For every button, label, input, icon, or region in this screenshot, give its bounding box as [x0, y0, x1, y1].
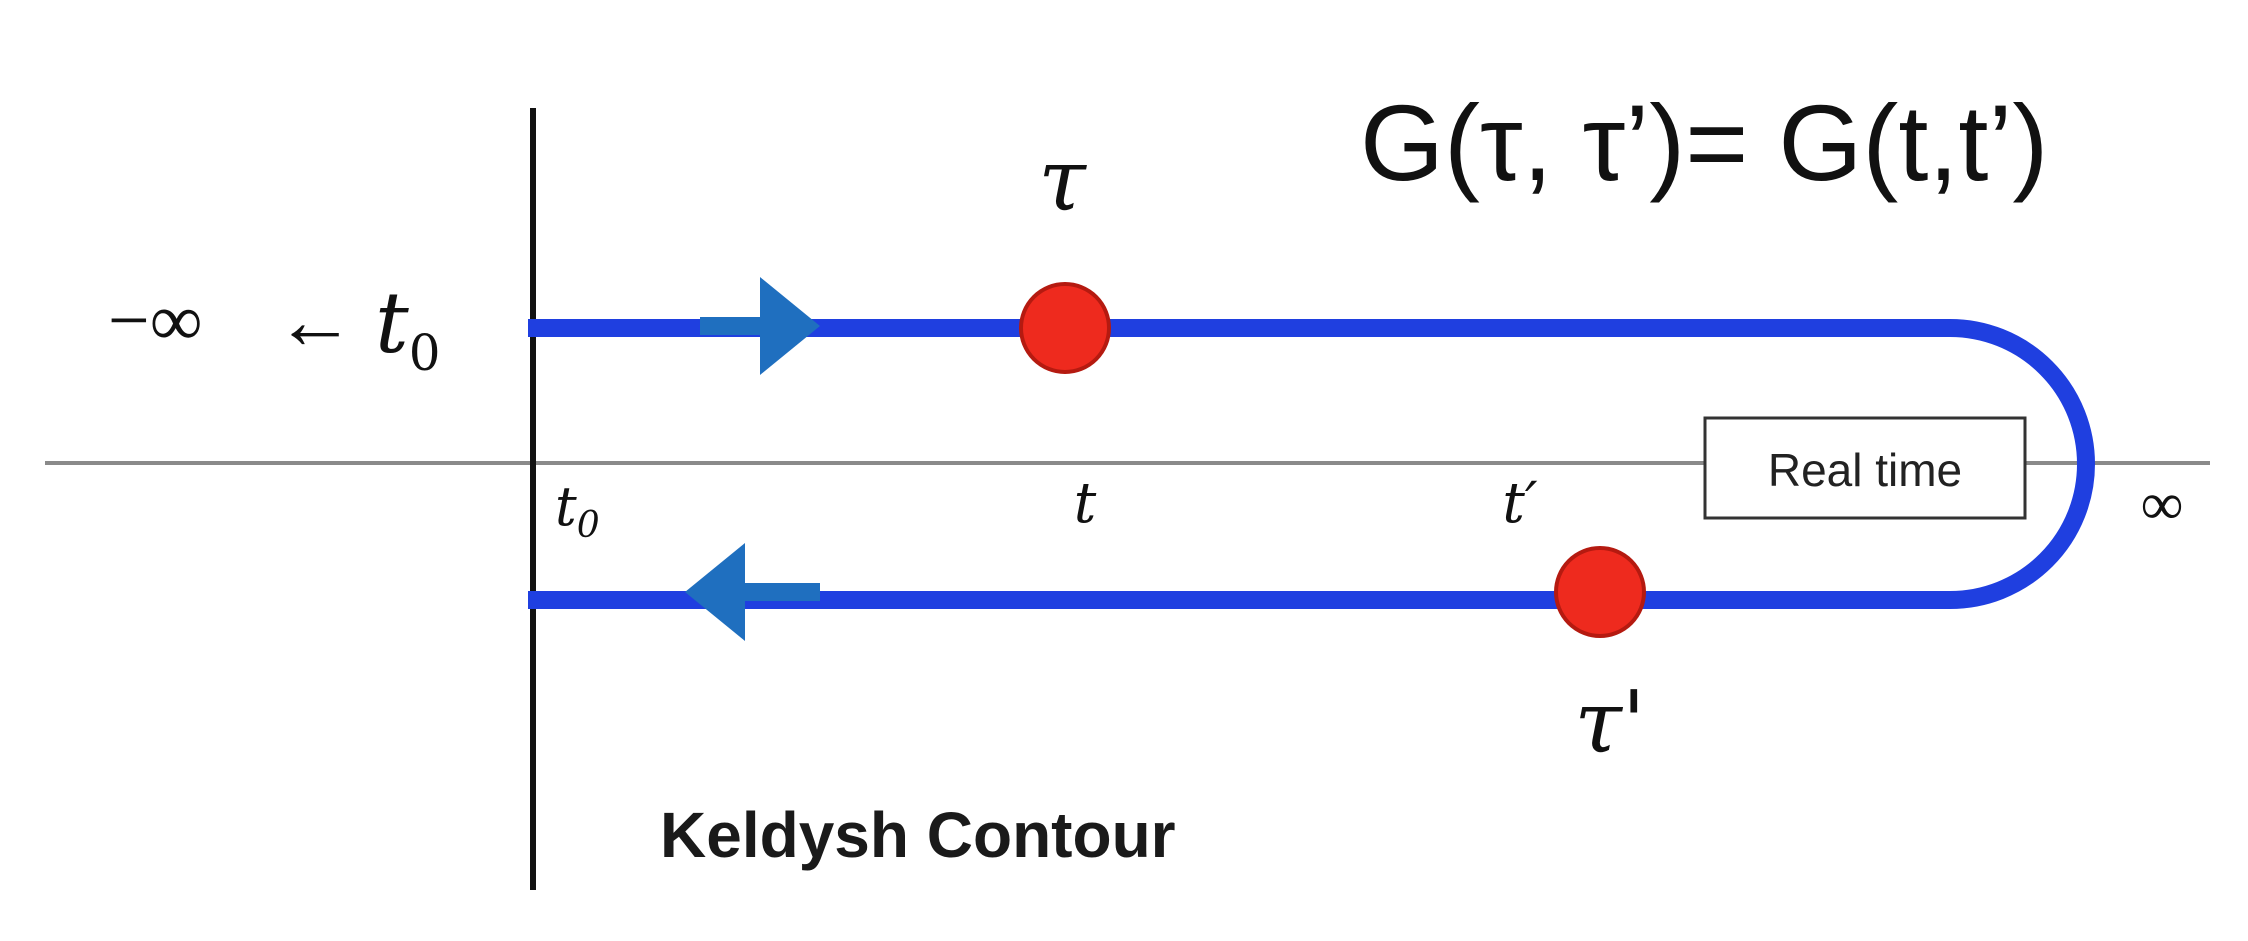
diagram-caption: Keldysh Contour: [660, 799, 1176, 871]
tau-point: [1019, 282, 1111, 374]
axis-t0-base: t: [555, 475, 577, 538]
tau-label: τ: [1038, 131, 1087, 231]
axis-t-prime-label: t′: [1502, 471, 1538, 536]
tau-prime-label: τ': [1574, 673, 1645, 773]
neg-infinity-label: −∞: [108, 280, 203, 362]
equation-lhs: G(τ, τ’): [1360, 82, 1685, 203]
real-time-box: [1703, 416, 2027, 520]
axis-t0-sub: 0: [577, 505, 600, 546]
contour-start-t0-sub: 0: [409, 324, 441, 382]
real-time-label: Real time: [1768, 444, 1962, 496]
equation-rhs: = G(t,t’): [1685, 82, 2048, 203]
keldysh-contour-path: [528, 319, 2095, 609]
left-arrow-symbol: ←: [275, 278, 355, 366]
contour-start-t0-base: t: [375, 274, 409, 372]
forward-direction-arrow: [700, 277, 820, 375]
axis-t-label: t: [1074, 471, 1097, 536]
contour-start-t0: t0: [375, 274, 441, 382]
axis-infinity-label: ∞: [2141, 471, 2184, 537]
backward-direction-arrow: [685, 543, 820, 641]
axis-t0-label: t0: [555, 475, 600, 546]
tau-prime-point: [1554, 546, 1646, 638]
equation: G(τ, τ’)= G(t,t’): [1360, 82, 2048, 203]
